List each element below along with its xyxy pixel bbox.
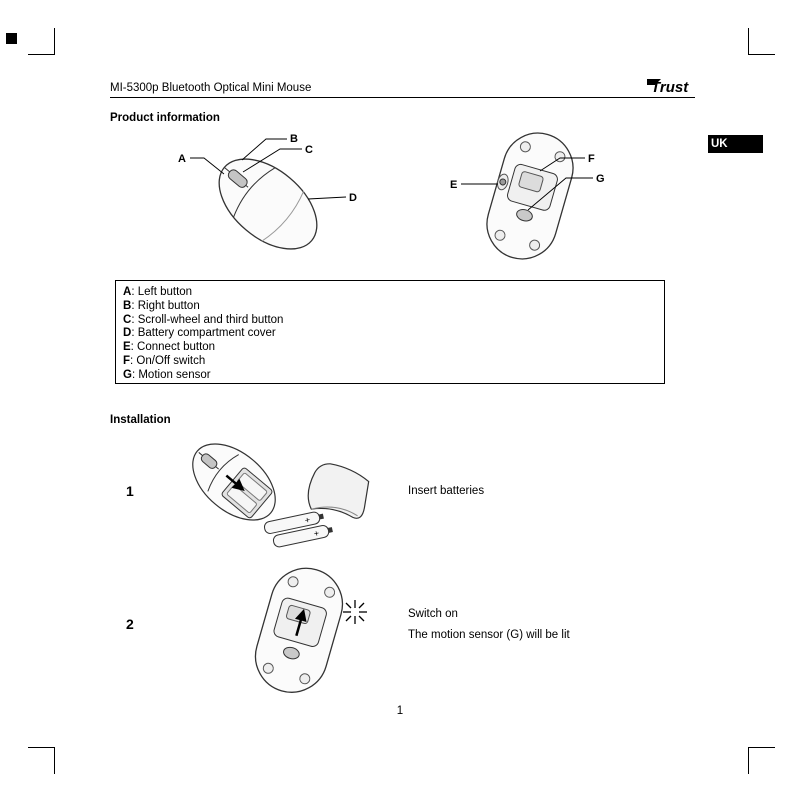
screw-icon xyxy=(287,576,299,588)
legend-box: A: Left button B: Right button C: Scroll… xyxy=(115,280,665,384)
insert-arrow-icon xyxy=(231,478,245,491)
trust-logo: Trust xyxy=(647,79,689,96)
step-1-caption: Insert batteries xyxy=(408,485,485,497)
legend-key: G xyxy=(123,368,132,381)
legend-item: B: Right button xyxy=(123,300,657,314)
crop-mark xyxy=(28,747,55,748)
switch-arrow-shaft xyxy=(295,618,303,637)
trust-logo-flag-icon xyxy=(647,79,661,85)
legend-item: C: Scroll-wheel and third button xyxy=(123,314,657,328)
legend-text: : Battery compartment cover xyxy=(131,327,276,340)
battery-cover xyxy=(307,463,370,519)
crop-mark xyxy=(54,28,55,55)
legend-item: E: Connect button xyxy=(123,341,657,355)
callout-b-label: B xyxy=(290,133,298,145)
legend-key: E xyxy=(123,341,131,354)
callout-g-label: G xyxy=(596,173,605,185)
switch-arrow-icon xyxy=(294,608,307,623)
legend-key: D xyxy=(123,327,132,340)
header-rule xyxy=(110,97,695,98)
mouse-top-view-diagram: A B C D xyxy=(178,133,357,250)
callout-d-label: D xyxy=(349,192,357,204)
connect-button xyxy=(499,178,507,186)
onoff-switch xyxy=(518,171,544,193)
battery-terminal xyxy=(327,527,333,533)
screw-icon xyxy=(262,662,274,674)
screw-icon xyxy=(299,673,311,685)
legend-item: F: On/Off switch xyxy=(123,355,657,369)
scroll-wheel xyxy=(200,453,218,469)
trust-logo-text: Trust xyxy=(651,79,689,96)
insert-batteries-diagram: + + xyxy=(192,443,370,548)
mouse-open-body xyxy=(192,443,276,521)
installation-heading: Installation xyxy=(110,414,171,426)
mouse-body-bottom xyxy=(486,132,574,260)
callout-f-line xyxy=(539,157,585,172)
registration-mark xyxy=(6,33,17,44)
step-2-caption-line-2: The motion sensor (G) will be lit xyxy=(408,629,570,641)
legend-key: C xyxy=(123,313,132,326)
callout-d-line xyxy=(307,196,347,200)
battery-terminal xyxy=(318,513,324,520)
page-number: 1 xyxy=(396,705,404,717)
region-tab: UK xyxy=(708,135,763,153)
legend-text: : Motion sensor xyxy=(131,368,211,381)
screw-icon xyxy=(494,229,506,241)
switch-on-diagram xyxy=(254,567,367,693)
mouse-body xyxy=(218,158,318,250)
callout-e-label: E xyxy=(450,179,457,191)
battery xyxy=(272,525,330,548)
legend-item: D: Battery compartment cover xyxy=(123,327,657,341)
battery-polarity-label: + xyxy=(304,515,311,526)
battery-slot xyxy=(237,472,268,501)
crop-mark xyxy=(28,54,55,55)
callout-a-line xyxy=(190,157,225,175)
legend-key: B xyxy=(123,299,132,312)
lit-sparkle-icon xyxy=(343,600,367,624)
screw-icon xyxy=(529,239,541,251)
mouse-body-bottom xyxy=(254,567,344,693)
screw-icon xyxy=(324,586,336,598)
callout-c-line xyxy=(242,148,302,173)
battery-cover-edge xyxy=(311,506,358,517)
crop-mark xyxy=(54,747,55,774)
crop-mark xyxy=(748,747,775,748)
step-1-number: 1 xyxy=(126,483,134,499)
step-2-caption-line-1: Switch on xyxy=(408,608,458,620)
batteries: + + xyxy=(263,511,333,548)
callout-c-label: C xyxy=(305,144,313,156)
button-split-line xyxy=(233,167,276,218)
callout-g-line xyxy=(527,177,593,211)
crop-mark xyxy=(748,28,749,55)
legend-key: F xyxy=(123,354,131,367)
legend-text: : Left button xyxy=(131,286,193,298)
insert-arrow-shaft xyxy=(225,474,238,486)
button-split-line xyxy=(207,454,239,492)
callout-b-line xyxy=(241,138,287,161)
callout-a-label: A xyxy=(178,153,186,165)
legend-text: : Right button xyxy=(131,299,200,312)
battery-polarity-label: + xyxy=(313,528,320,539)
crop-mark xyxy=(748,747,749,774)
motion-sensor xyxy=(283,646,300,660)
product-information-heading: Product information xyxy=(110,112,220,124)
step-2-number: 2 xyxy=(126,616,134,632)
callout-f-label: F xyxy=(588,153,595,165)
mouse-bottom-view-diagram: E F G xyxy=(450,132,605,260)
battery-slot xyxy=(226,485,257,513)
header-title: MI-5300p Bluetooth Optical Mini Mouse xyxy=(110,82,312,94)
legend-item: A: Left button xyxy=(123,286,657,300)
battery-cover-shell xyxy=(307,463,370,519)
legend-item: G: Motion sensor xyxy=(123,369,657,383)
battery-cover-seam xyxy=(261,190,305,242)
legend-key: A xyxy=(123,286,132,298)
legend-text: : Connect button xyxy=(130,341,216,354)
mouse-body-top xyxy=(218,158,318,250)
crop-mark xyxy=(748,54,775,55)
motion-sensor xyxy=(516,208,533,222)
screw-icon xyxy=(519,141,531,153)
legend-text: : On/Off switch xyxy=(130,354,206,367)
scroll-wheel xyxy=(227,169,248,188)
legend-text: : Scroll-wheel and third button xyxy=(131,313,284,326)
